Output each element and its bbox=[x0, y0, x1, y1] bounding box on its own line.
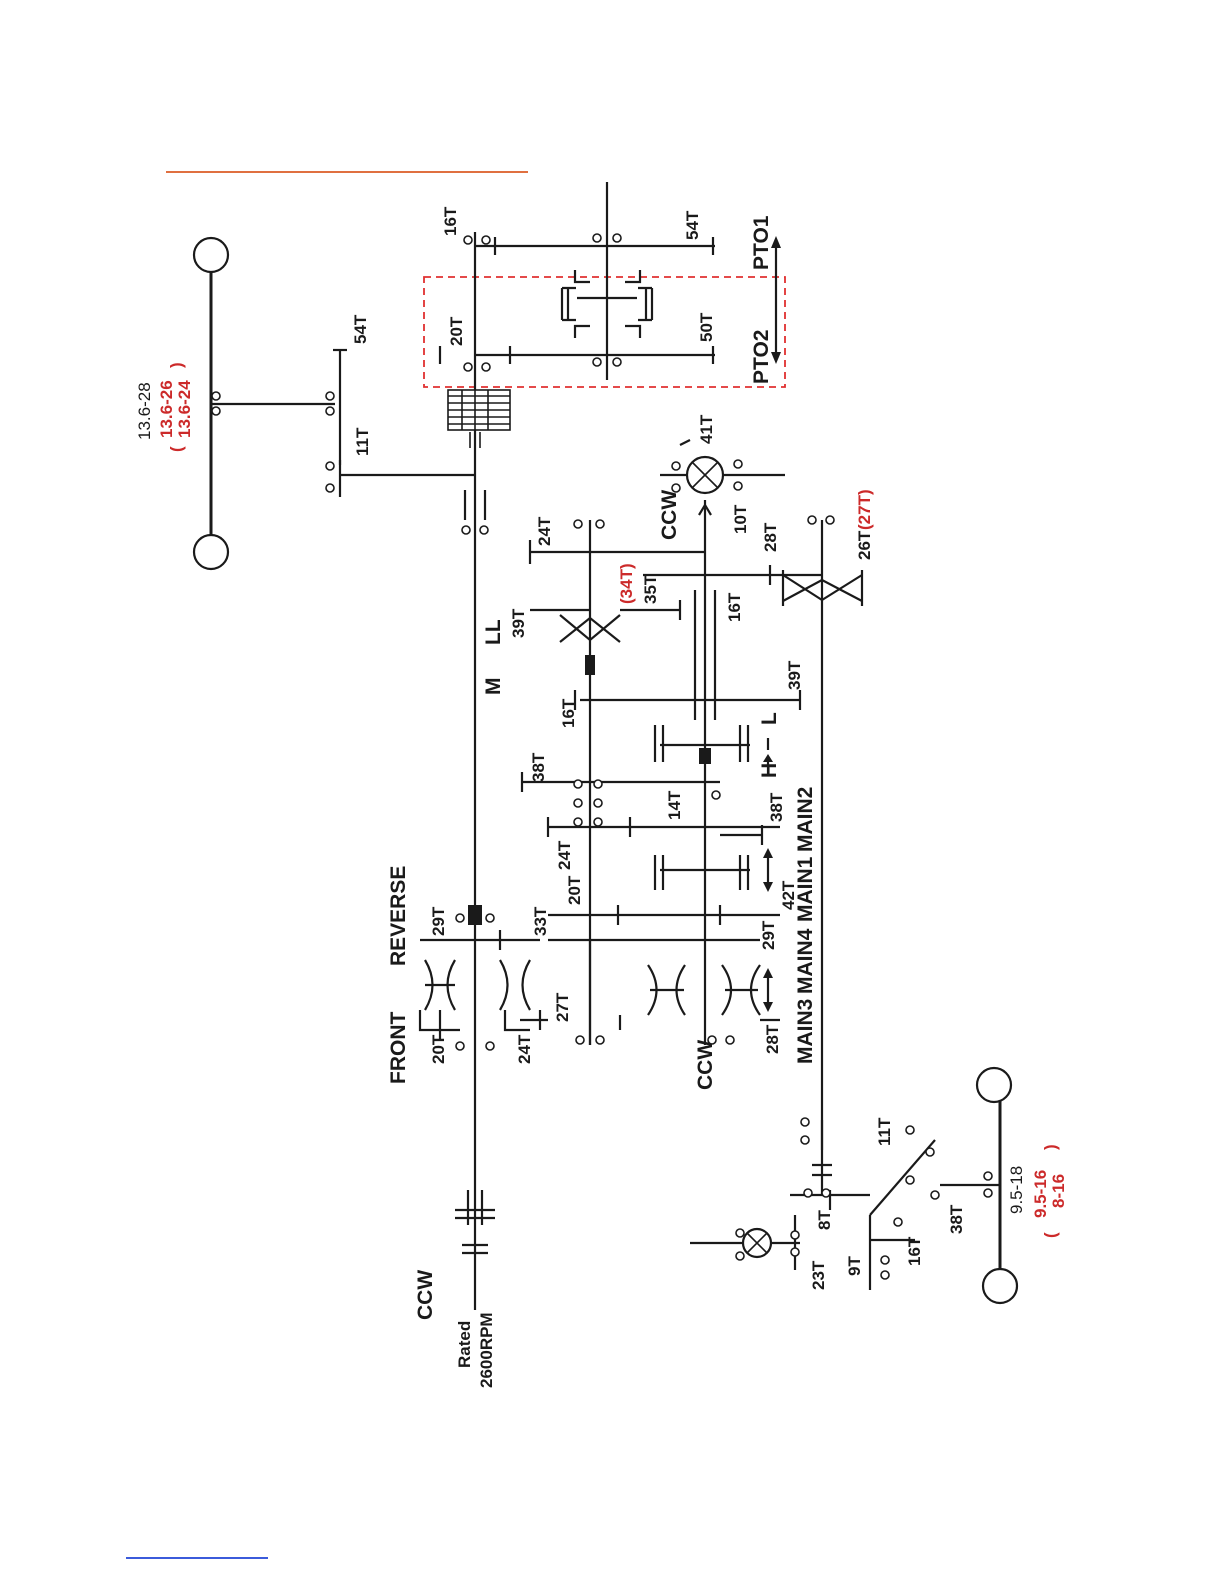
front-wheel-bottom bbox=[983, 1269, 1017, 1303]
front-tire-alt1: 9.5-16 bbox=[1031, 1170, 1050, 1218]
label-54t-top: 54T bbox=[351, 314, 370, 344]
rated-label: Rated bbox=[455, 1321, 474, 1368]
label-39t-ll: 39T bbox=[509, 608, 528, 638]
label-16t-pto: 16T bbox=[441, 206, 460, 236]
label-50t-pto: 50T bbox=[697, 312, 716, 342]
label-8t: 8T bbox=[815, 1210, 834, 1230]
label-28t-range: 28T bbox=[761, 522, 780, 552]
ll-label: LL bbox=[482, 619, 505, 645]
rear-tire-alt2: 13.6-24 bbox=[175, 380, 194, 438]
main1-label: MAIN1 bbox=[794, 856, 817, 922]
reverse-label: REVERSE bbox=[387, 866, 410, 966]
rear-tire-paren-open: ( bbox=[167, 446, 186, 452]
rpm-label: 2600RPM bbox=[477, 1312, 496, 1388]
label-33t: 33T bbox=[531, 906, 550, 936]
rear-tire-size: 13.6-28 bbox=[135, 382, 154, 440]
rear-tire-paren-close: ) bbox=[167, 362, 186, 368]
label-34t-red: (34T) bbox=[617, 563, 636, 604]
label-26t: 26T bbox=[855, 530, 874, 560]
label-35t: 35T bbox=[641, 574, 660, 604]
pto-section bbox=[424, 182, 785, 525]
input-shaft bbox=[455, 490, 495, 1310]
label-38t-front: 38T bbox=[947, 1204, 966, 1234]
pto-spline-hub bbox=[448, 390, 510, 448]
l-label: L bbox=[758, 712, 781, 725]
rear-axle bbox=[194, 238, 475, 569]
front-label: FRONT bbox=[387, 1012, 410, 1084]
label-38t-left: 38T bbox=[529, 752, 548, 782]
front-wheel-top bbox=[977, 1068, 1011, 1102]
label-11t-front: 11T bbox=[875, 1117, 894, 1146]
rear-wheel-bottom bbox=[194, 535, 228, 569]
label-41t: 41T bbox=[697, 414, 716, 444]
label-11t-top: 11T bbox=[353, 427, 372, 456]
label-28t-main: 28T bbox=[763, 1024, 782, 1054]
front-tire-alt2: 8-16 bbox=[1049, 1174, 1068, 1208]
label-29t-top: 29T bbox=[429, 906, 448, 936]
label-14t: 14T bbox=[665, 790, 684, 820]
ccw-input-label: CCW bbox=[414, 1270, 437, 1320]
label-20t-main: 20T bbox=[565, 875, 584, 905]
front-tire-paren-close: ) bbox=[1041, 1144, 1060, 1150]
main4-label: MAIN4 bbox=[794, 928, 817, 994]
pto-option-box bbox=[424, 277, 785, 387]
label-23t: 23T bbox=[809, 1260, 828, 1290]
label-27t-red: (27T) bbox=[855, 489, 874, 530]
label-20t-fr: 20T bbox=[429, 1034, 448, 1064]
pto2-label: PTO2 bbox=[750, 330, 773, 384]
label-16t-front: 16T bbox=[905, 1236, 924, 1266]
label-16t-lower: 16T bbox=[559, 698, 578, 728]
ccw-main-label: CCW bbox=[694, 1040, 717, 1090]
pto1-label: PTO1 bbox=[750, 215, 773, 270]
main3-label: MAIN3 bbox=[794, 999, 817, 1064]
label-20t-pto: 20T bbox=[447, 316, 466, 346]
label-27t: 27T bbox=[553, 992, 572, 1022]
m-label: M bbox=[482, 678, 505, 696]
label-9t: 9T bbox=[845, 1256, 864, 1276]
ccw-bevel-label: CCW bbox=[658, 490, 681, 540]
label-29t-bottom: 29T bbox=[759, 920, 778, 950]
label-24t-main: 24T bbox=[555, 840, 574, 870]
label-24t-range: 24T bbox=[535, 516, 554, 546]
label-24t-fr: 24T bbox=[515, 1034, 534, 1064]
front-tire-paren-open: ( bbox=[1041, 1232, 1060, 1238]
label-16t-range: 16T bbox=[725, 592, 744, 622]
rear-tire-alt1: 13.6-26 bbox=[157, 380, 176, 438]
h-label: H bbox=[758, 763, 781, 778]
label-38t-right: 38T bbox=[767, 792, 786, 822]
label-39t-lower: 39T bbox=[785, 660, 804, 690]
rear-wheel-top bbox=[194, 238, 228, 272]
label-54t-pto: 54T bbox=[683, 210, 702, 240]
label-10t: 10T bbox=[731, 504, 750, 534]
front-tire-size: 9.5-18 bbox=[1007, 1166, 1026, 1214]
main2-label: MAIN2 bbox=[794, 787, 817, 852]
